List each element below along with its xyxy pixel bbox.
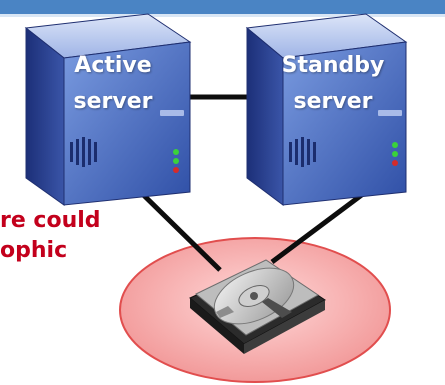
caption-text: re could ophic [0,206,101,266]
active-server-tower-icon [24,13,192,206]
standby-server-tower-icon [245,13,408,206]
active-server-name: Active [74,53,152,78]
standby-server-label: Standby server [268,48,398,120]
active-server-label: Active server [48,48,178,120]
standby-server-name: Standby [281,53,385,78]
caption-line-1: re could [0,208,101,233]
hard-drive-icon [189,259,326,354]
active-server-role: server [73,89,153,114]
link-standby-storage [270,182,377,265]
standby-server-role: server [293,89,373,114]
caption-line-2: ophic [0,238,68,263]
top-bar [0,0,445,14]
